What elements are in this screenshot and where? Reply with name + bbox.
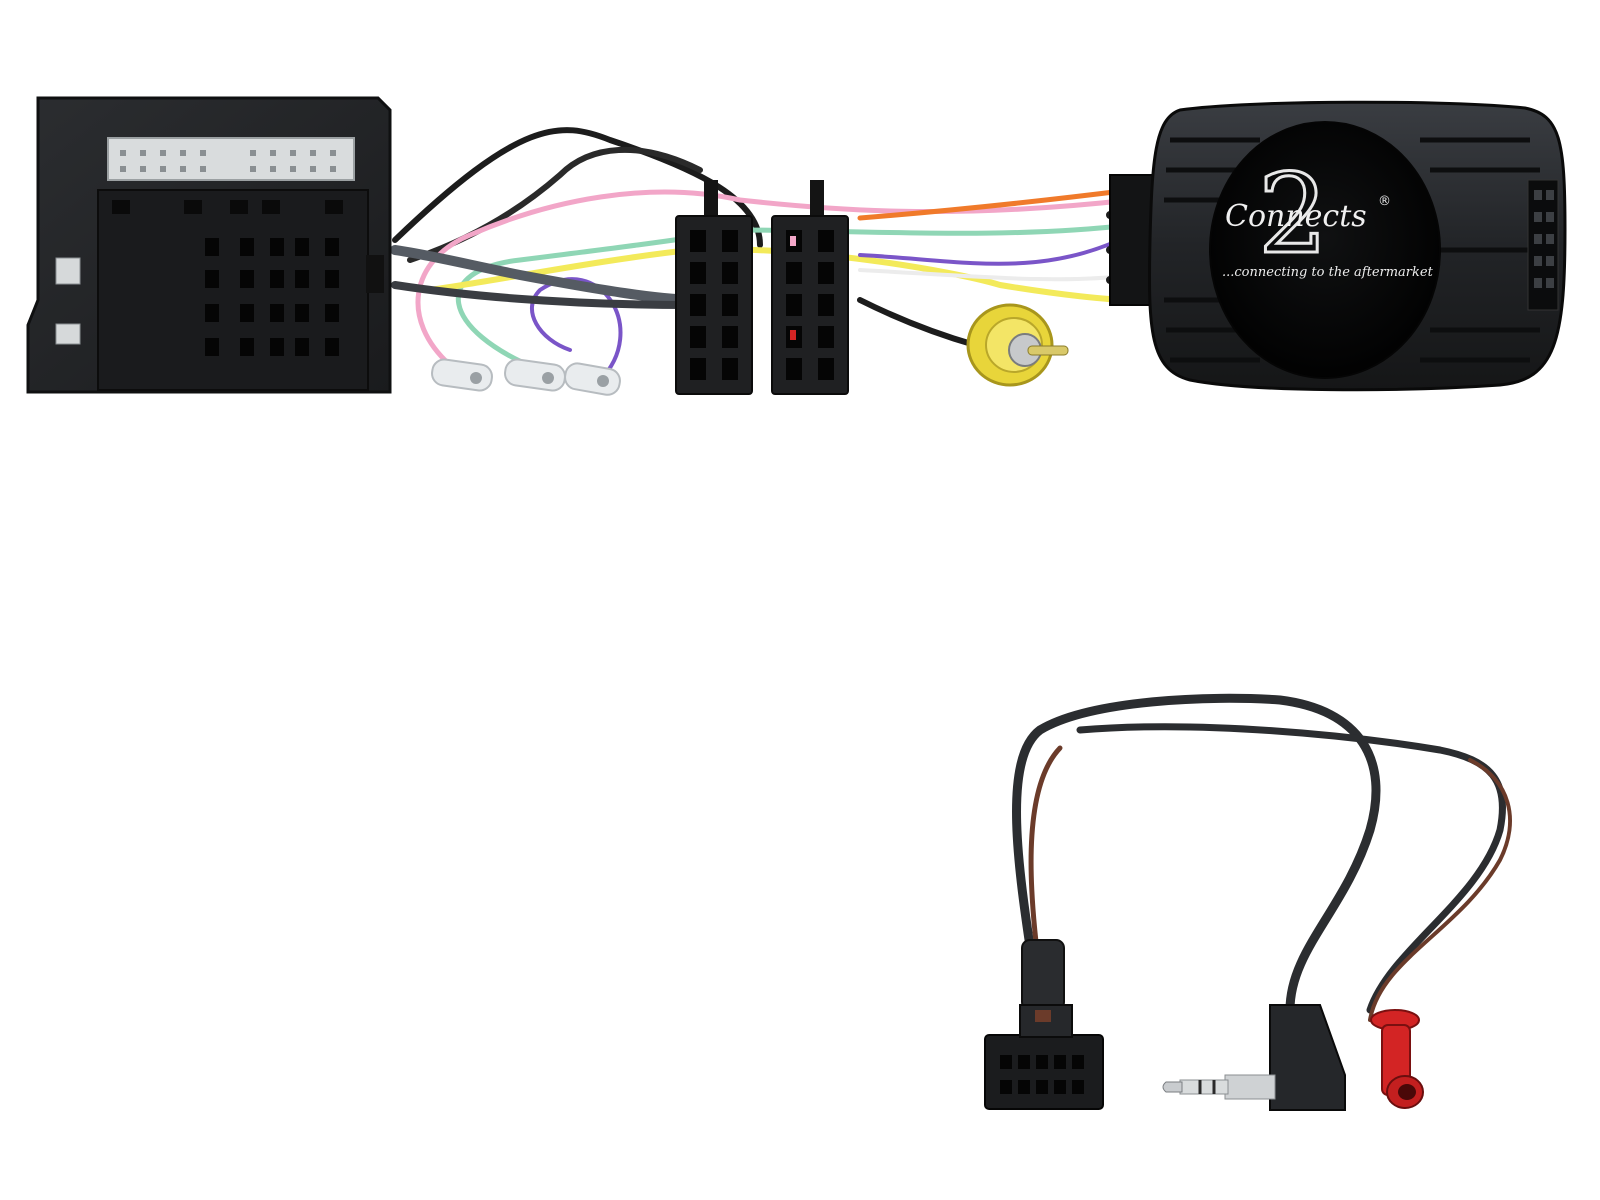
spade-terminal-2 — [504, 358, 566, 392]
logo-numeral: 2 — [1258, 150, 1328, 278]
white-insert-pins — [120, 150, 336, 172]
black-wire-loop — [392, 127, 763, 248]
spade-terminals — [431, 358, 621, 396]
grey-bundle — [390, 245, 705, 305]
iso-connector-right — [771, 180, 849, 395]
multi-pin-plug — [984, 1004, 1104, 1110]
patch-black-cable-branch — [1076, 723, 1506, 1014]
patch-cable-boot — [1021, 939, 1065, 1011]
spade-terminal-1 — [431, 358, 493, 392]
quadlock-pin-grid — [205, 238, 339, 356]
white-pin-insert — [107, 137, 355, 181]
green-wire — [455, 222, 1133, 373]
patch-black-cable-main — [1012, 693, 1381, 1015]
white-wire — [858, 268, 1132, 282]
quadlock-connector — [26, 96, 392, 394]
jack-plug-3-5mm — [1162, 1004, 1346, 1111]
orange-wire — [857, 187, 1133, 221]
rca-black-wire — [857, 297, 978, 348]
red-bullet-connector — [1370, 1009, 1424, 1109]
brand-logo: 2 Connects ® ...connecting to the afterm… — [1222, 149, 1434, 281]
rca-video-plug — [966, 303, 1069, 387]
patch-lead — [1012, 693, 1512, 1022]
logo-script: Connects — [1225, 199, 1367, 234]
iso-connectors — [675, 180, 849, 395]
patch-brown-wire-b — [1368, 758, 1512, 1022]
registered-mark: ® — [1378, 194, 1391, 209]
spade-terminal-3 — [564, 362, 621, 396]
iso-connector-left — [675, 180, 753, 395]
logo-tagline: ...connecting to the aftermarket — [1222, 265, 1434, 280]
interface-box: 2 Connects ® ...connecting to the afterm… — [1109, 100, 1567, 392]
